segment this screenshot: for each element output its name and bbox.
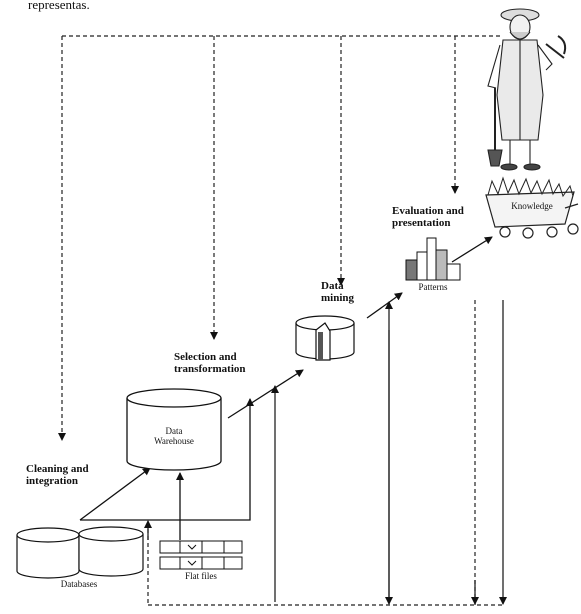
warehouse-label-line: Data bbox=[165, 426, 183, 436]
data-warehouse-icon bbox=[126, 388, 222, 471]
knowledge-cart-icon bbox=[485, 176, 579, 239]
feedback-lines-top bbox=[58, 35, 500, 441]
stage-label-mining: Data mining bbox=[321, 280, 354, 304]
stage-label-line: Data bbox=[321, 280, 344, 292]
stage-label-selection: Selection and transformation bbox=[174, 351, 246, 375]
stage-label-line: Cleaning and bbox=[26, 463, 89, 475]
data-warehouse-label: Data Warehouse bbox=[144, 426, 204, 446]
stage-label-line: Evaluation and bbox=[392, 205, 464, 217]
top-text: representas. bbox=[28, 0, 90, 12]
stage-label-cleaning: Cleaning and integration bbox=[26, 463, 89, 487]
flat-files-icon bbox=[159, 540, 243, 570]
databases-label: Databases bbox=[60, 579, 98, 589]
feedback-lines-bottom bbox=[147, 300, 503, 606]
flat-files-label: Flat files bbox=[185, 571, 217, 581]
knowledge-label: Knowledge bbox=[511, 201, 553, 211]
stage-label-line: mining bbox=[321, 292, 355, 304]
stage-label-line: transformation bbox=[174, 363, 246, 375]
process-flow-arrows bbox=[79, 236, 493, 540]
stage-label-evaluation: Evaluation and presentation bbox=[392, 205, 464, 229]
databases-icon bbox=[16, 526, 144, 579]
stage-label-line: integration bbox=[26, 475, 78, 487]
patterns-label: Patterns bbox=[418, 282, 448, 292]
stage-label-line: presentation bbox=[392, 217, 451, 229]
data-mining-icon bbox=[295, 315, 355, 361]
miner-illustration-icon bbox=[487, 8, 567, 171]
warehouse-label-line: Warehouse bbox=[154, 436, 194, 446]
stage-label-line: Selection and bbox=[174, 351, 237, 363]
patterns-icon bbox=[405, 237, 461, 281]
feedback-arrows-solid bbox=[144, 300, 507, 605]
